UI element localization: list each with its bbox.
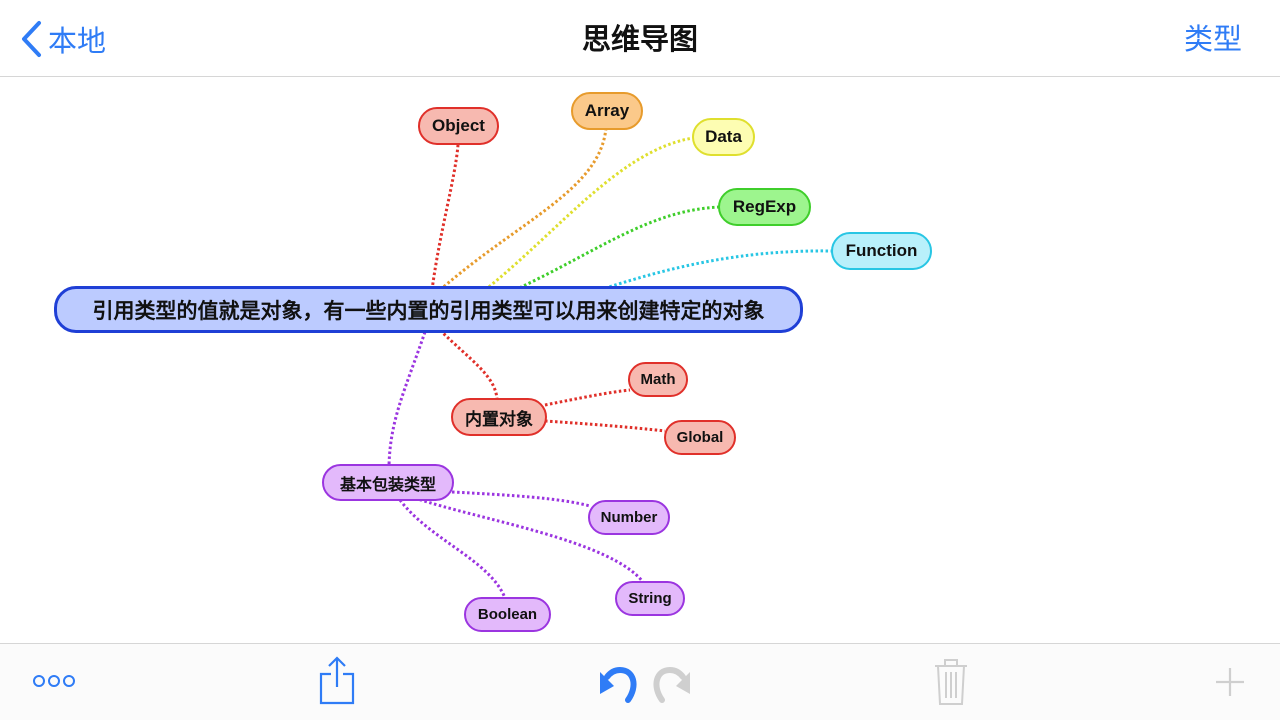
node-builtin-objects[interactable]: 内置对象 [451, 398, 547, 436]
node-data-label: Data [705, 127, 742, 146]
node-array-label: Array [584, 101, 630, 120]
node-builtin-objects-label: 内置对象 [465, 409, 533, 430]
node-function-label: Function [845, 241, 918, 260]
mindmap-canvas[interactable]: 引用类型的值就是对象，有一些内置的引用类型可以用来创建特定的对象 Object … [0, 78, 1280, 643]
node-regexp-label: RegExp [732, 197, 797, 216]
connector-lines [387, 127, 833, 599]
node-math-label: Math [640, 371, 676, 388]
connector-math [544, 388, 631, 407]
page-title: 思维导图 [581, 22, 698, 56]
undo-button[interactable] [598, 662, 640, 708]
more-icon [33, 675, 75, 687]
chevron-left-icon [22, 21, 41, 57]
redo-icon [653, 666, 690, 703]
node-object[interactable]: Object [418, 107, 499, 145]
connector-object [430, 144, 460, 291]
type-button[interactable]: 类型 [1183, 22, 1242, 56]
bottom-toolbar [0, 643, 1280, 720]
connector-array [439, 127, 608, 292]
node-string-label: String [628, 590, 672, 607]
share-icon [319, 656, 355, 705]
node-number-label: Number [600, 509, 658, 526]
node-number[interactable]: Number [588, 500, 670, 535]
root-node[interactable]: 引用类型的值就是对象，有一些内置的引用类型可以用来创建特定的对象 [54, 286, 803, 333]
node-data[interactable]: Data [692, 118, 755, 156]
connector-data [484, 136, 694, 292]
node-function[interactable]: Function [831, 232, 932, 270]
node-boolean[interactable]: Boolean [464, 597, 551, 632]
node-primitive-wrappers-label: 基本包装类型 [339, 474, 436, 494]
add-icon [1216, 668, 1244, 696]
node-string[interactable]: String [615, 581, 685, 616]
connector-number [451, 490, 591, 508]
delete-button[interactable] [934, 658, 968, 710]
node-math[interactable]: Math [628, 362, 688, 397]
connector-string [414, 496, 645, 583]
node-primitive-wrappers[interactable]: 基本包装类型 [322, 464, 454, 501]
connector-boolean [398, 499, 507, 599]
node-regexp[interactable]: RegExp [718, 188, 811, 226]
node-array[interactable]: Array [571, 92, 643, 130]
node-global-label: Global [676, 429, 724, 446]
add-button[interactable] [1214, 666, 1246, 702]
node-boolean-label: Boolean [477, 606, 538, 623]
redo-button[interactable] [650, 662, 692, 708]
node-object-label: Object [432, 116, 485, 135]
share-button[interactable] [318, 656, 356, 710]
back-label: 本地 [48, 24, 107, 58]
connector-function [599, 249, 833, 292]
connector-global [544, 419, 666, 433]
back-button[interactable]: 本地 [20, 18, 106, 60]
navigation-bar: 本地 思维导图 类型 [0, 0, 1280, 77]
trash-icon [935, 659, 967, 705]
more-button[interactable] [32, 670, 76, 696]
root-node-label: 引用类型的值就是对象，有一些内置的引用类型可以用来创建特定的对象 [92, 298, 765, 323]
connector-regexp [514, 205, 721, 292]
connector-builtin [438, 328, 499, 400]
connector-wrapper [387, 331, 427, 467]
node-global[interactable]: Global [664, 420, 736, 455]
undo-icon [600, 666, 637, 703]
